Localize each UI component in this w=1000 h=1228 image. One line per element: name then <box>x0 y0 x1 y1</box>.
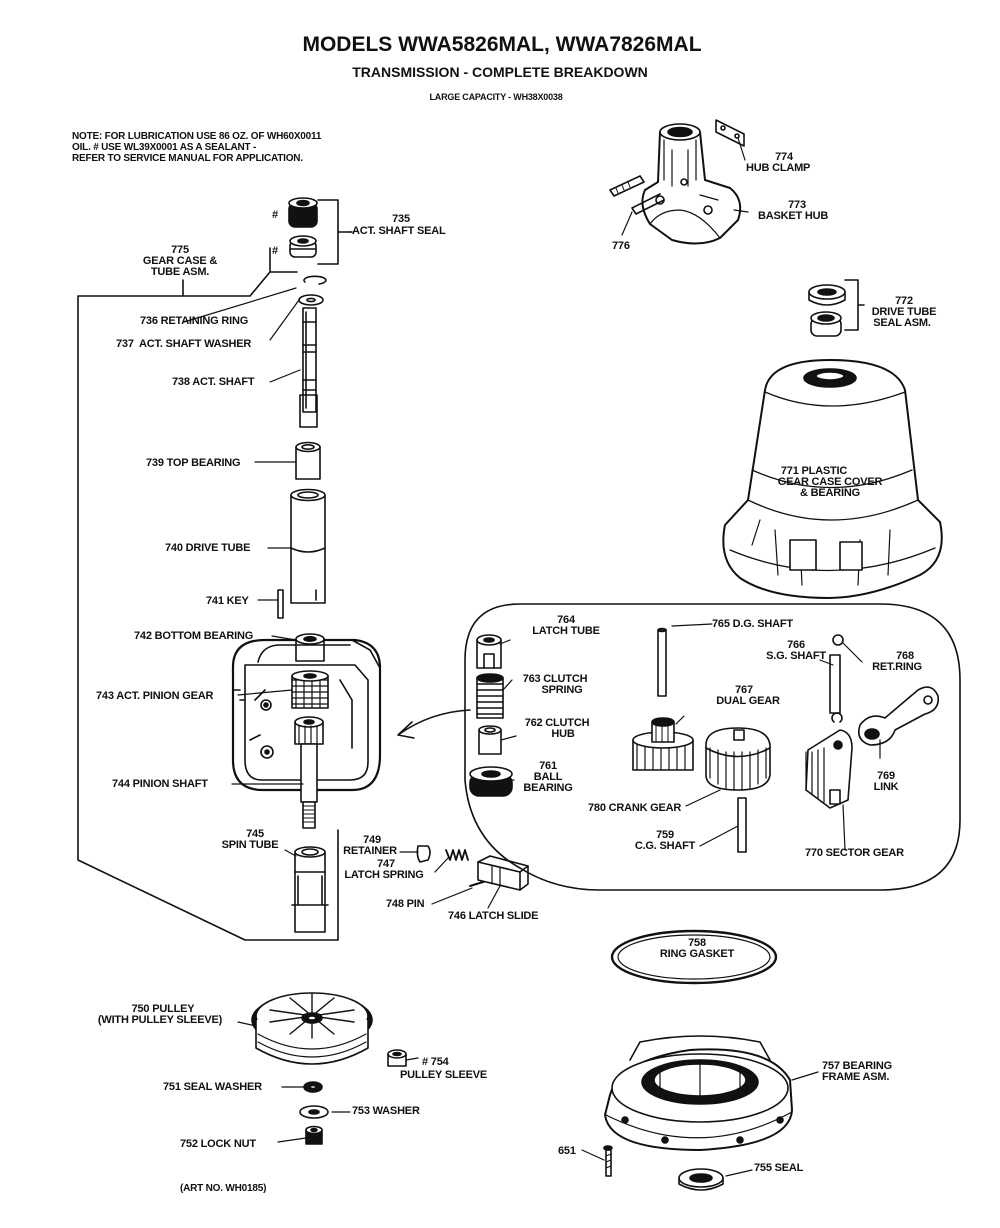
retainer <box>417 846 430 862</box>
lock-nut <box>306 1127 322 1145</box>
latch-spring <box>446 850 468 860</box>
callout-735-name: ACT. SHAFT SEAL <box>352 225 446 237</box>
page-subtitle: TRANSMISSION - COMPLETE BREAKDOWN <box>352 64 648 80</box>
callout-780: 780 CRANK GEAR <box>588 802 682 814</box>
act-shaft <box>300 308 317 427</box>
callout-752: 752 LOCK NUT <box>180 1138 256 1150</box>
ball-bearing <box>470 767 512 796</box>
callout-735-number: 735 <box>392 213 410 225</box>
spin-tube <box>292 847 328 932</box>
callout-740: 740 DRIVE TUBE <box>165 542 251 554</box>
callout-736: 736 RETAINING RING <box>140 315 249 327</box>
callout-738: 738 ACT. SHAFT <box>172 376 255 388</box>
assembly-outline <box>78 248 338 940</box>
retaining-ring <box>304 276 326 284</box>
pinion-shaft <box>295 717 323 828</box>
callout-737: 737 ACT. SHAFT WASHER <box>116 338 252 350</box>
bolt-651 <box>604 1146 612 1176</box>
bottom-bearing <box>296 634 324 661</box>
callout-755: 755 SEAL <box>754 1162 804 1174</box>
cg-shaft <box>738 798 746 852</box>
sealant-mark-2: # <box>272 245 278 257</box>
page-title: MODELS WWA5826MAL, WWA7826MAL <box>302 33 702 56</box>
callout-741: 741 KEY <box>206 595 249 607</box>
gears-callout-bubble <box>465 604 960 890</box>
gear-case-cover <box>723 360 941 598</box>
callout-748: 748 PIN <box>386 898 425 910</box>
act-shaft-washer <box>299 295 323 305</box>
basket-hub <box>642 124 740 244</box>
callout-765: 765 D.G. SHAFT <box>712 618 793 630</box>
callout-751: 751 SEAL WASHER <box>163 1081 262 1093</box>
act-shaft-seal-bracket <box>318 200 352 264</box>
drive-tube-seal-asm <box>809 285 845 336</box>
pulley <box>252 993 372 1064</box>
sealant-mark-1: # <box>272 209 278 221</box>
top-bearing <box>296 443 320 480</box>
capacity-label: LARGE CAPACITY - WH38X0038 <box>429 92 563 102</box>
seal-bracket <box>845 280 864 330</box>
callout-770: 770 SECTOR GEAR <box>805 847 904 859</box>
callout-776: 776 <box>612 240 630 252</box>
latch-slide <box>478 856 528 890</box>
dual-gear <box>633 718 693 770</box>
leader-lines <box>184 138 880 1176</box>
act-pinion-gear <box>292 671 328 708</box>
ret-ring <box>833 635 843 645</box>
clutch-hub <box>479 726 501 754</box>
seal-755 <box>679 1169 723 1190</box>
callout-742: 742 BOTTOM BEARING <box>134 630 254 642</box>
art-number: (ART NO. WH0185) <box>180 1183 267 1194</box>
ring-gasket <box>612 931 776 983</box>
drive-tube <box>291 490 325 604</box>
key <box>278 590 283 618</box>
sg-shaft <box>830 655 840 713</box>
hub-clamp <box>716 120 744 146</box>
latch-tube <box>477 635 501 668</box>
bearing-frame-asm <box>605 1036 792 1150</box>
callout-744: 744 PINION SHAFT <box>112 778 208 790</box>
callout-746: 746 LATCH SLIDE <box>448 910 539 922</box>
sector-gear <box>806 730 852 808</box>
callout-753: 753 WASHER <box>352 1105 420 1117</box>
crank-gear <box>706 728 770 790</box>
clutch-spring <box>477 674 503 718</box>
hub-bolts <box>610 176 664 214</box>
dg-shaft <box>658 630 666 696</box>
callout-arrow <box>398 710 470 738</box>
washer <box>300 1106 328 1118</box>
pulley-sleeve <box>388 1050 406 1066</box>
callout-651: 651 <box>558 1145 576 1157</box>
callout-739: 739 TOP BEARING <box>146 457 241 469</box>
callout-743: 743 ACT. PINION GEAR <box>96 690 214 702</box>
link <box>859 687 938 745</box>
act-shaft-seal <box>289 198 317 257</box>
